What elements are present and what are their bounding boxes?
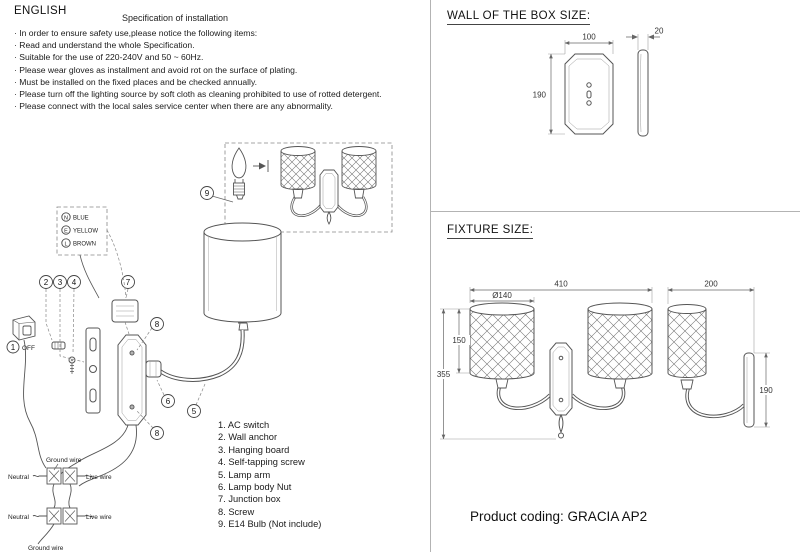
dim-total-height: 355 bbox=[437, 370, 451, 379]
callout-9-number: 9 bbox=[205, 189, 210, 198]
dim-width-100: 100 bbox=[582, 33, 596, 42]
instruction-item: · Please wear gloves as installment and … bbox=[14, 64, 298, 75]
earth-symbol: E bbox=[64, 229, 68, 235]
callout-6: 6 bbox=[156, 379, 175, 408]
dim-height-190: 190 bbox=[533, 91, 547, 100]
part-item: 4. Self-tapping screw bbox=[218, 457, 305, 468]
ground-wire-label-bottom: Ground wire bbox=[28, 545, 64, 552]
live-wire-label-2: Live wire bbox=[86, 514, 112, 521]
instruction-item: · Suitable for the use of 220-240V and 5… bbox=[14, 52, 204, 63]
dim-side-height: 190 bbox=[759, 386, 773, 395]
terminal-block-1 bbox=[32, 463, 94, 485]
fixture-side-view bbox=[667, 304, 755, 428]
callout-5: 5 bbox=[187, 383, 206, 418]
callout-1-number: 1 bbox=[11, 343, 16, 352]
fixture-size-heading: FIXTURE SIZE: bbox=[447, 224, 534, 239]
lamp-body bbox=[117, 334, 162, 426]
fixture-detail-box bbox=[224, 142, 393, 233]
wall-box-side bbox=[637, 49, 649, 137]
instruction-item: · In order to ensure safety use,please n… bbox=[14, 28, 258, 38]
callout-3: 3 bbox=[53, 275, 85, 363]
parts-list: 1. AC switch 2. Wall anchor 3. Hanging b… bbox=[218, 419, 321, 531]
callout-2-number: 2 bbox=[44, 278, 49, 287]
installation-diagram: 9 bbox=[6, 142, 393, 552]
instruction-item: · Please turn off the lighting source by… bbox=[14, 89, 382, 100]
callout-8-lower: 8 bbox=[136, 410, 164, 440]
lamp-arm bbox=[158, 322, 249, 382]
instruction-item: · Read and understand the whole Specific… bbox=[14, 40, 195, 51]
fixture-front-plate bbox=[549, 342, 573, 439]
part-item: 8. Screw bbox=[218, 506, 255, 517]
fabric-shade bbox=[203, 222, 282, 323]
part-item: 3. Hanging board bbox=[218, 444, 290, 455]
wall-box-dimensions: 100 190 20 bbox=[533, 27, 664, 135]
ground-wire-label-top: Ground wire bbox=[46, 457, 82, 464]
part-item: 9. E14 Bulb (Not include) bbox=[218, 519, 322, 530]
instruction-item: · Must be installed on the fixed places … bbox=[14, 76, 258, 87]
callout-5-number: 5 bbox=[192, 407, 197, 416]
language-heading: ENGLISH bbox=[14, 5, 67, 17]
part-item: 7. Junction box bbox=[218, 494, 281, 505]
callout-9: 9 bbox=[200, 186, 234, 203]
yellow-wire-label: YELLOW bbox=[73, 229, 98, 235]
callout-8-upper: 8 bbox=[136, 317, 164, 351]
mini-fixture bbox=[280, 146, 377, 225]
live-wire-label-1: Live wire bbox=[86, 474, 112, 481]
fixture-front-arms bbox=[496, 384, 626, 410]
wall-box-size-heading: WALL OF THE BOX SIZE: bbox=[447, 10, 591, 25]
dim-depth-20: 20 bbox=[655, 27, 664, 36]
callout-6-number: 6 bbox=[166, 397, 171, 406]
callout-1: 1 OFF bbox=[6, 340, 35, 354]
live-symbol: L bbox=[64, 242, 67, 248]
wall-anchor bbox=[51, 341, 66, 350]
brown-wire-label: BROWN bbox=[73, 242, 96, 248]
part-item: 1. AC switch bbox=[218, 420, 270, 430]
neutral-symbol: N bbox=[64, 216, 68, 222]
callout-7-number: 7 bbox=[126, 278, 131, 287]
horizontal-divider bbox=[430, 211, 800, 212]
product-coding: Product coding: GRACIA AP2 bbox=[470, 509, 648, 524]
wire-color-legend: N BLUE E YELLOW L BROWN bbox=[56, 206, 127, 299]
junction-box bbox=[111, 299, 139, 335]
hanging-board bbox=[85, 327, 101, 414]
instruction-list: · In order to ensure safety use,please n… bbox=[14, 27, 428, 112]
instruction-item: · Please connect with the local sales se… bbox=[14, 101, 333, 112]
callout-4: 4 bbox=[67, 275, 81, 355]
dim-shade-diameter: Ø140 bbox=[492, 291, 512, 300]
callout-3-number: 3 bbox=[58, 278, 63, 287]
callout-2: 2 bbox=[39, 275, 53, 341]
vertical-divider bbox=[430, 0, 431, 552]
neutral-label-2: Neutral bbox=[8, 514, 30, 521]
terminal-block-2 bbox=[32, 483, 94, 545]
fixture-diagram: 410 Ø140 150 355 200 190 bbox=[433, 280, 777, 440]
wall-box-diagram: 100 190 20 bbox=[533, 27, 664, 137]
off-label: OFF bbox=[22, 345, 35, 352]
neutral-label-1: Neutral bbox=[8, 474, 30, 481]
part-item: 2. Wall anchor bbox=[218, 432, 278, 443]
fixture-front-right-shade bbox=[587, 302, 653, 380]
fixture-front-left-shade bbox=[469, 302, 535, 380]
part-item: 5. Lamp arm bbox=[218, 469, 271, 480]
callout-8-number: 8 bbox=[155, 429, 160, 438]
blue-wire-label: BLUE bbox=[73, 216, 89, 222]
ac-switch bbox=[12, 315, 36, 341]
callout-8-number: 8 bbox=[155, 320, 160, 329]
dim-width-410: 410 bbox=[554, 280, 568, 289]
fixture-dimensions: 410 Ø140 150 355 200 190 bbox=[433, 280, 777, 440]
callout-7: 7 bbox=[121, 275, 135, 299]
callout-4-number: 4 bbox=[72, 278, 77, 287]
dim-shade-height: 150 bbox=[452, 336, 466, 345]
dim-side-depth: 200 bbox=[704, 280, 718, 289]
wall-box-front bbox=[564, 53, 614, 135]
spec-title: Specification of installation bbox=[122, 13, 229, 23]
part-item: 6. Lamp body Nut bbox=[218, 482, 292, 493]
e14-bulb bbox=[231, 147, 269, 200]
